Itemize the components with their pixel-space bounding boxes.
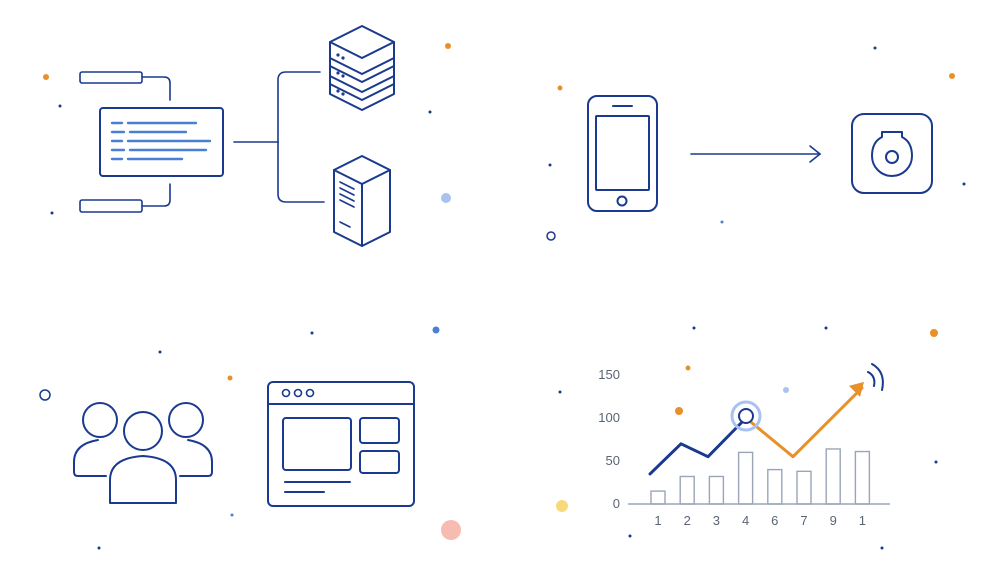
x-tick-label: 6 (771, 513, 778, 528)
highlight-marker (730, 400, 762, 432)
server-stack-icon (329, 25, 395, 111)
x-tick-label: 2 (684, 513, 691, 528)
trend-line (648, 416, 748, 476)
y-axis-ticks: 0 50 100 150 (598, 367, 620, 511)
x-tick-label: 7 (800, 513, 807, 528)
growth-chart: 0 50 100 150 1 2 3 4 6 7 9 1 (598, 367, 890, 528)
x-tick-label: 1 (859, 513, 866, 528)
x-tick-label: 9 (830, 513, 837, 528)
smart-device-icon (851, 113, 933, 194)
x-axis-ticks: 1 2 3 4 6 7 9 1 (654, 513, 866, 528)
arrow-icon (690, 145, 822, 163)
browser-window-icon (267, 381, 415, 507)
y-tick-label: 150 (598, 367, 620, 382)
chart-bar (679, 475, 695, 505)
chart-bar (796, 470, 812, 505)
y-tick-label: 0 (613, 496, 620, 511)
wifi-signal-icon (867, 363, 884, 391)
trend-lines (648, 381, 864, 476)
x-tick-label: 1 (654, 513, 661, 528)
chart-bar (767, 468, 783, 505)
chart-bar (650, 490, 666, 505)
x-tick-label: 3 (713, 513, 720, 528)
y-tick-label: 100 (598, 410, 620, 425)
chart-bar (825, 448, 841, 505)
confetti-dots (39, 43, 966, 550)
trend-arrowhead (849, 381, 864, 397)
network-connector (233, 71, 325, 203)
chart-bar (708, 475, 725, 505)
users-group-icon (73, 402, 213, 504)
chart-bar (854, 450, 871, 505)
chart-bar (737, 451, 754, 505)
code-window-icon (79, 71, 224, 213)
server-tower-icon (333, 155, 391, 247)
x-tick-label: 4 (742, 513, 749, 528)
trend-line (744, 386, 864, 459)
chart-bars (650, 448, 871, 505)
y-tick-label: 50 (606, 453, 620, 468)
smartphone-icon (587, 95, 658, 212)
